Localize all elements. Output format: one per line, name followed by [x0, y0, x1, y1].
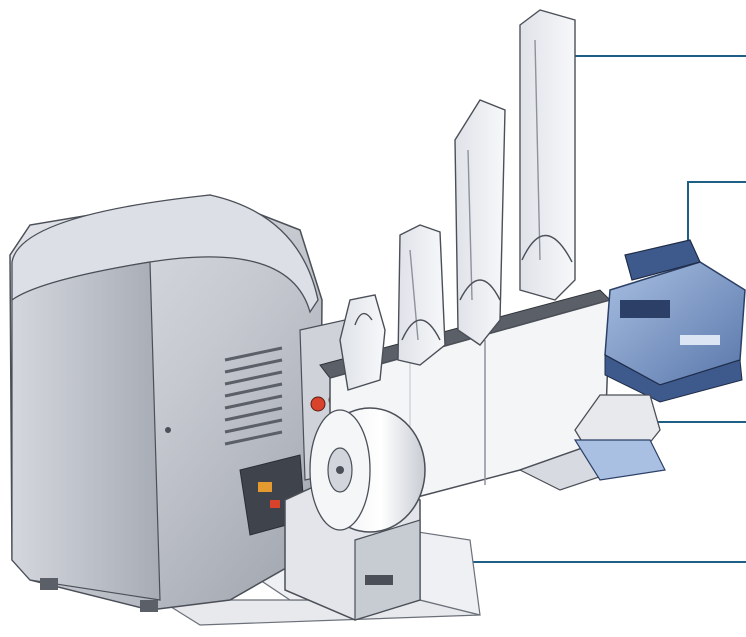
- printer-body: [9, 194, 323, 612]
- red-status-button: [310, 396, 326, 412]
- blue-module-label: [680, 335, 720, 345]
- ribbon-module: [284, 407, 426, 621]
- card-hopper-1: [339, 294, 386, 391]
- card-hopper-tall: [519, 9, 576, 301]
- foot-left: [40, 578, 58, 590]
- blue-module-slot: [620, 300, 670, 318]
- red-indicator-lower: [270, 500, 280, 508]
- side-latch: [165, 427, 171, 433]
- callout-leaders: [428, 55, 746, 563]
- card-hopper-2: [397, 224, 446, 366]
- output-tray: [573, 394, 666, 481]
- blue-module-lid: [624, 239, 701, 281]
- ribbon-module-handle: [365, 575, 393, 585]
- vent-grille: [224, 346, 283, 446]
- blue-module: [604, 239, 746, 403]
- orange-indicator: [258, 482, 272, 492]
- card-hoppers: [339, 9, 576, 391]
- card-hopper-3: [454, 99, 506, 346]
- callout-2-line: [687, 181, 746, 248]
- foot-right: [140, 600, 158, 612]
